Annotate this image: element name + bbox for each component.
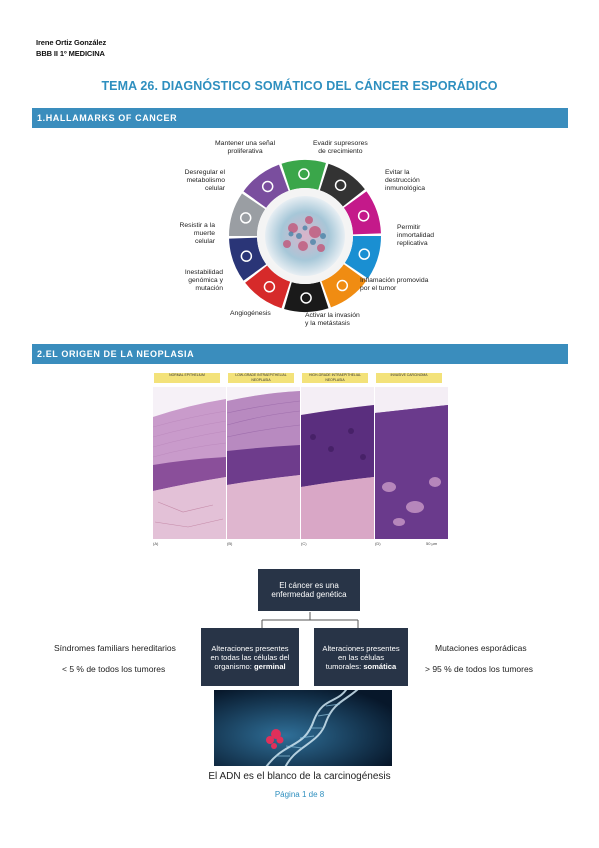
invasion-icon: [300, 292, 312, 304]
somatic-box: Alteraciones presentes en las células tu…: [314, 628, 408, 686]
hallmark-segment-immortality: [344, 236, 381, 279]
instability-icon: [240, 250, 253, 262]
sporadic-mutations-label: Mutaciones esporádicas: [435, 643, 527, 653]
hallmark-segment-invasion: [284, 281, 329, 312]
histology-scale-bar: 50 µm: [426, 541, 438, 546]
histology-tag-high-grade: HIGH-GRADE INTRAEPITHELIAL NEOPLASIA: [302, 373, 368, 383]
author-block: Irene Ortiz González BBB II 1º MEDICINA: [36, 37, 106, 59]
author-name: Irene Ortiz González: [36, 38, 107, 47]
hallmark-segment-death: [229, 193, 266, 236]
genetic-disease-box: El cáncer es una enfermedad genética: [258, 569, 360, 611]
sporadic-percent: > 95 % de todos los tumores: [425, 664, 533, 674]
immortality-icon: [358, 248, 371, 260]
section-header-neoplasia: 2.EL ORIGEN DE LA NEOPLASIA: [32, 344, 568, 364]
hallmark-segment-proliferative: [281, 160, 326, 191]
dna-caption: El ADN es el blanco de la carcinogénesis: [208, 771, 391, 782]
page-footer: Página 1 de 8: [274, 790, 325, 799]
hallmarks-figure: Mantener una señal proliferativa Evadir …: [175, 136, 435, 336]
hallmark-label-suppressors: Evadir supresores de crecimiento: [313, 140, 368, 155]
hallmark-segment-suppressors: [319, 163, 365, 207]
hallmarks-wheel: [229, 160, 381, 312]
angiogenesis-icon: [263, 281, 276, 293]
hallmark-label-metabolism: Desregular el metabolismo celular: [184, 169, 225, 192]
hallmark-segment-angiogenesis: [245, 265, 291, 309]
histology-letter-c: (C): [301, 541, 307, 546]
histology-tag-invasive: INVASIVE CARCINOMA: [376, 373, 442, 383]
hallmark-label-instability: Inestabilidad genómica y mutación: [184, 269, 223, 292]
proliferative-icon: [298, 168, 310, 180]
page-title: TEMA 26. DIAGNÓSTICO SOMÁTICO DEL CÁNCER…: [101, 79, 498, 93]
histology-letter-d: (D): [375, 541, 381, 546]
inflammation-icon: [336, 279, 349, 292]
hereditary-percent: < 5 % de todos los tumores: [62, 664, 166, 674]
suppressors-icon: [334, 179, 347, 191]
hallmark-label-inflammation: Inflamación promovida por el tumor: [360, 277, 429, 292]
immune-icon: [357, 210, 370, 222]
histology-tag-low-grade: LOW-GRADE INTRAEPITHELIAL NEOPLASIA: [228, 373, 294, 383]
dna-image: [214, 690, 392, 766]
hallmark-label-death: Resistir a la muerte celular: [179, 222, 215, 245]
histology-panel-normal: [153, 387, 226, 539]
author-course: BBB II 1º MEDICINA: [36, 49, 105, 58]
histology-letter-b: (B): [227, 541, 233, 546]
hallmark-label-immune: Evitar la destrucción inmunológica: [385, 169, 426, 192]
germinal-box: Alteraciones presentes en todas las célu…: [201, 628, 299, 686]
metabolism-icon: [261, 180, 274, 193]
histology-panel-low-grade: [227, 387, 300, 539]
histology-figure: NORMAL EPITHELIUM LOW-GRADE INTRAEPITHEL…: [150, 370, 450, 548]
section-header-hallmarks: 1.HALLAMARKS OF CANCER: [32, 108, 568, 128]
histology-tag-normal: NORMAL EPITHELIUM: [154, 373, 220, 383]
hallmark-segment-instability: [229, 237, 267, 281]
hallmark-label-proliferative: Mantener una señal proliferativa: [215, 140, 276, 155]
death-icon: [239, 212, 252, 224]
hallmark-segment-metabolism: [243, 164, 289, 208]
hallmark-label-immortality: Permitir inmortalidad replicativa: [397, 224, 435, 247]
hallmark-segment-inflammation: [321, 264, 367, 308]
hereditary-syndromes-label: Síndromes familiars hereditarios: [54, 643, 176, 653]
histology-panel-invasive: [375, 387, 448, 539]
hallmark-label-invasion: Activar la invasión y la metástasis: [305, 312, 360, 327]
hallmark-segment-immune: [343, 191, 381, 235]
histology-panel-high-grade: [301, 387, 374, 539]
histology-letter-a: (A): [153, 541, 159, 546]
tumor-illustration: [265, 196, 345, 276]
hallmark-label-angiogenesis: Angiogénesis: [230, 310, 271, 317]
